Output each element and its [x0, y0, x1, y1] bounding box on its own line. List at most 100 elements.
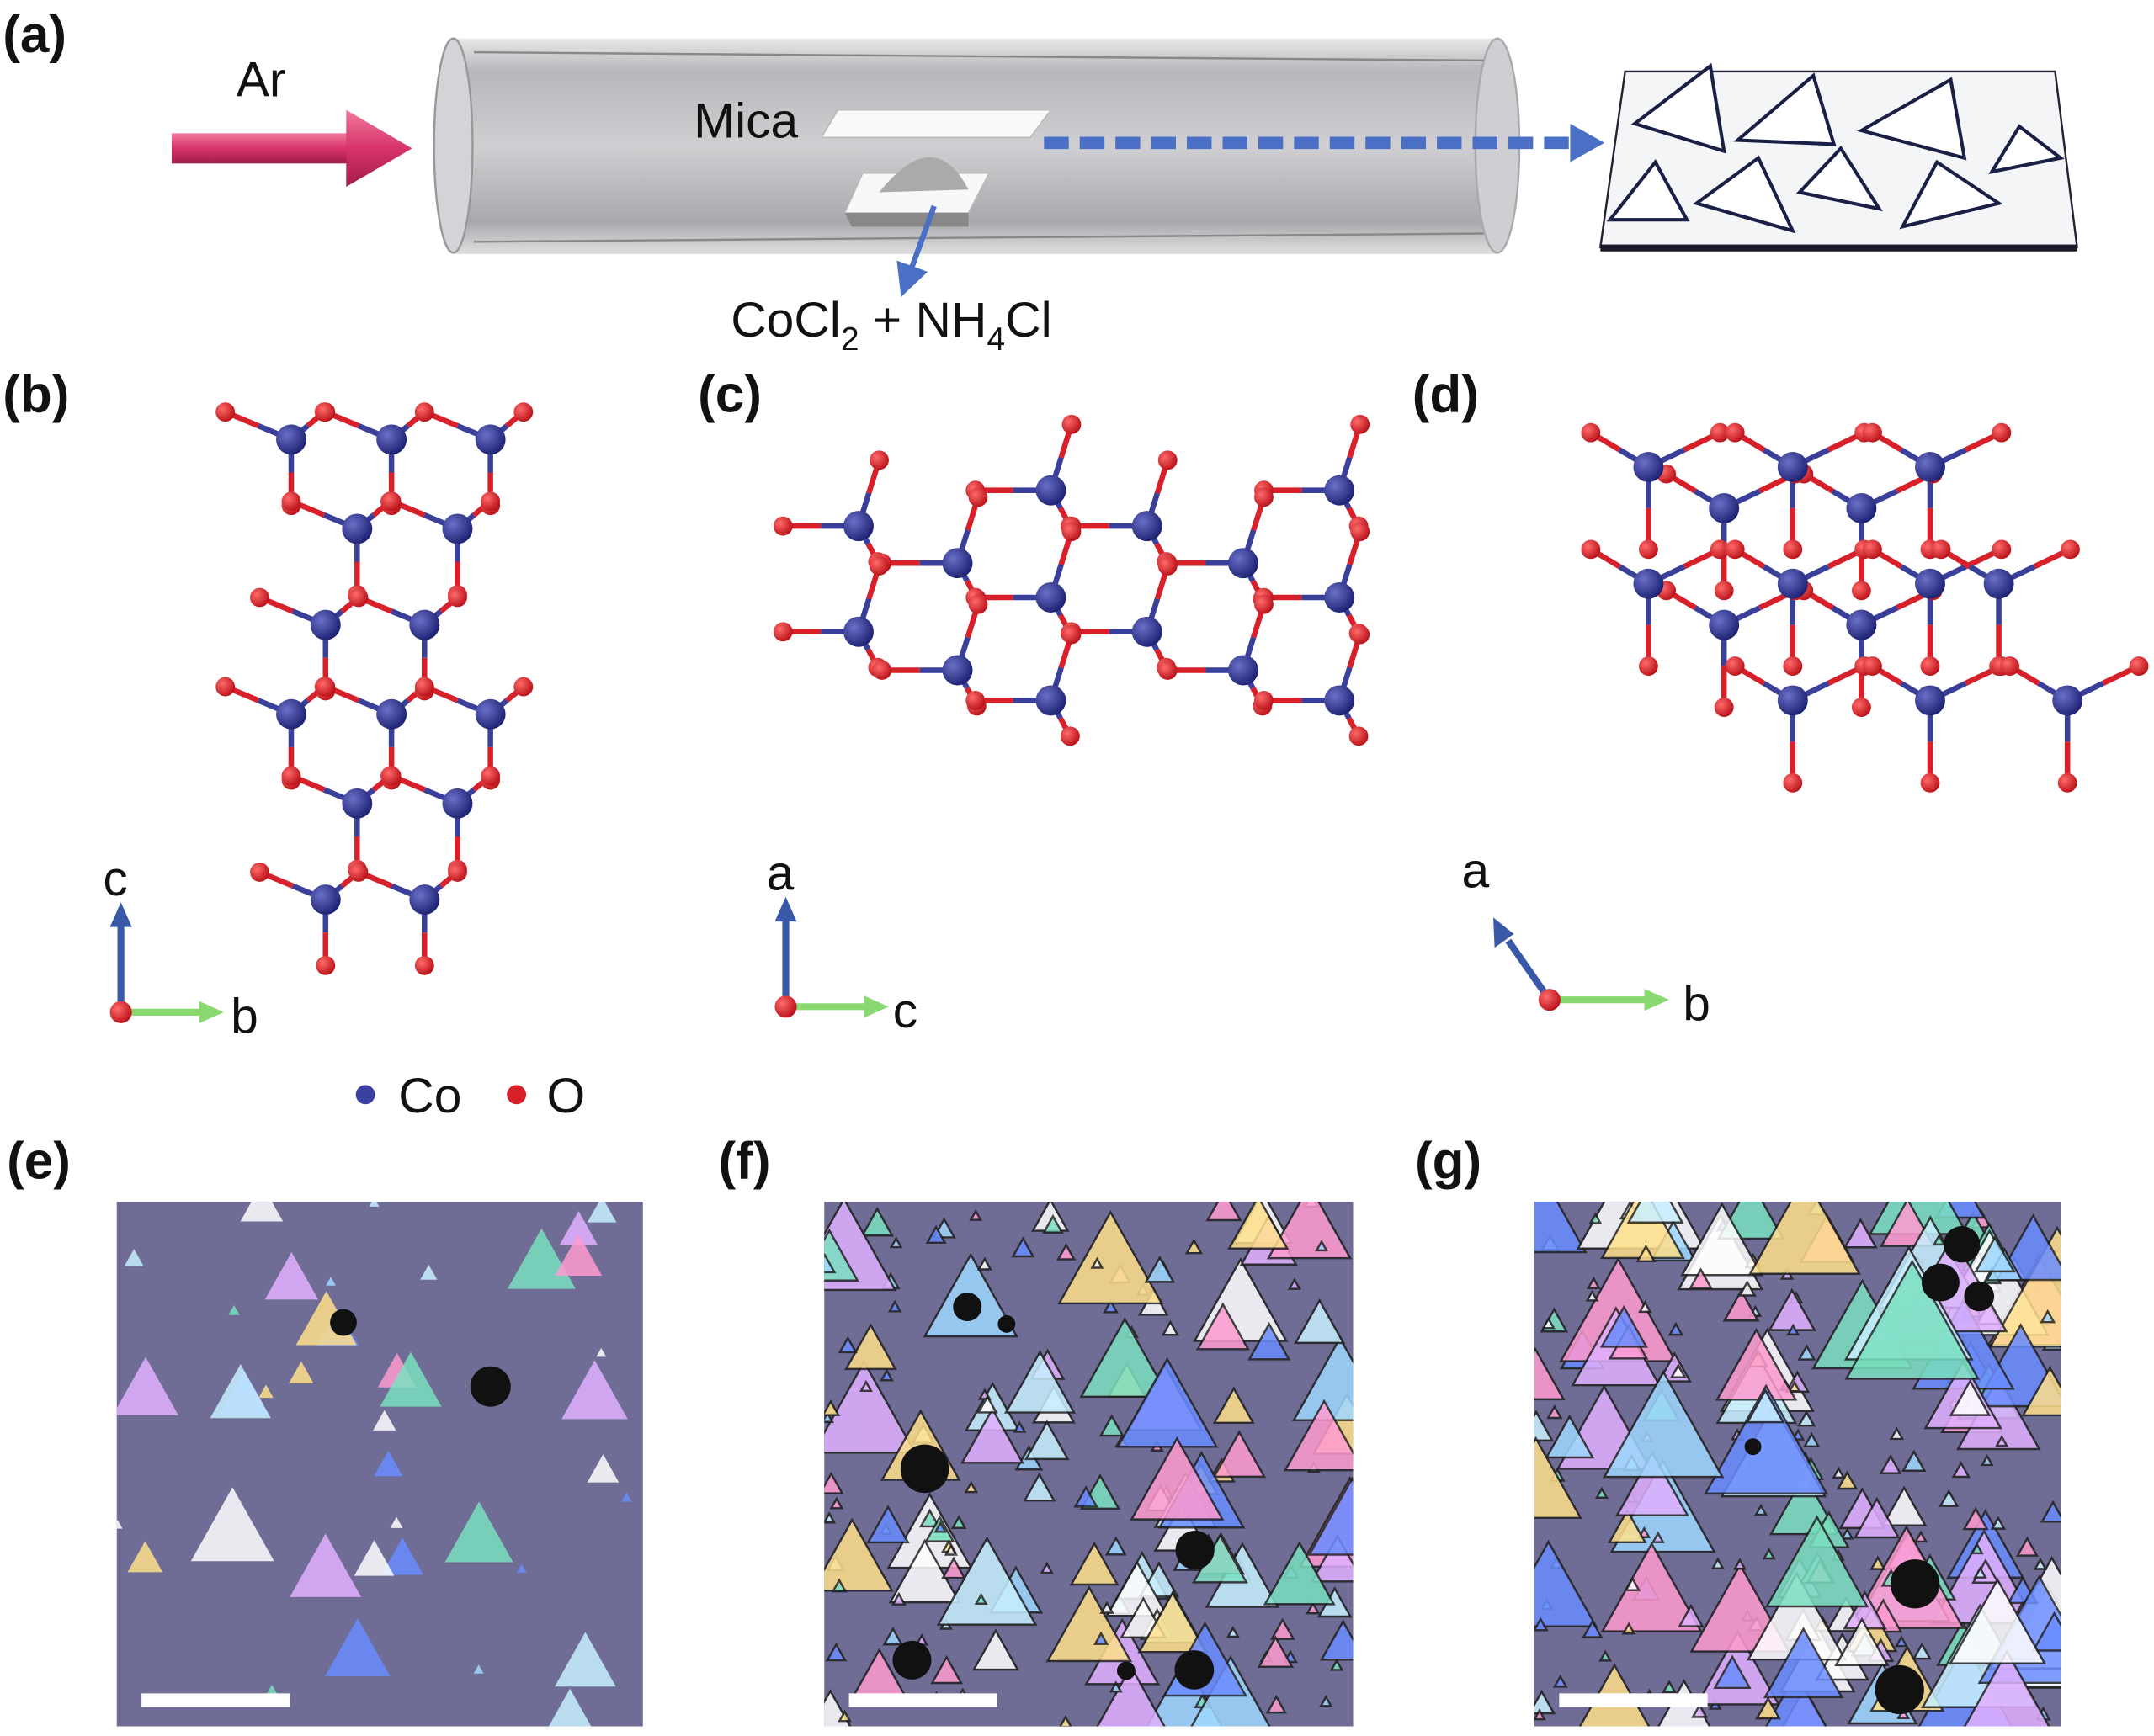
crystal-flake: [1733, 1558, 1747, 1570]
crystal-flake: [596, 1347, 607, 1357]
crystal-flake: [1704, 1383, 1829, 1495]
crystal-flake: [1307, 1476, 1354, 1556]
substrate-label: Mica: [694, 93, 798, 148]
crystal-flake: [2033, 1557, 2048, 1570]
crystal-flake: [1748, 1202, 1862, 1275]
crystal-flake: [1545, 1414, 1595, 1459]
axis-label-b: b: [231, 989, 258, 1043]
crystal-flake: [548, 1688, 592, 1727]
cobalt-atom: [942, 655, 973, 686]
crystal-flake: [2031, 1611, 2061, 1652]
crystal-flake: [1226, 1626, 1240, 1638]
cobalt-atom: [1035, 685, 1066, 716]
crystal-flake: [1651, 1531, 1665, 1543]
cobalt-atom: [1633, 568, 1664, 599]
crystal-flake: [1257, 1635, 1295, 1668]
crystal-flake: [1797, 1344, 1816, 1361]
oxygen-atom: [1638, 656, 1658, 677]
axis-label-c: c: [893, 984, 917, 1038]
crystal-flake: [289, 1361, 314, 1384]
oxygen-atom: [2000, 656, 2020, 677]
crystal-flake: [555, 1234, 603, 1276]
oxygen-atom: [414, 402, 434, 422]
cobalt-atom: [310, 884, 341, 915]
crystal-flake: [1069, 1541, 1120, 1586]
cobalt-atom: [475, 698, 506, 730]
cobalt-atom: [1915, 685, 1945, 716]
particle-cluster: [906, 1452, 944, 1490]
crystal-flake: [1949, 1577, 2047, 1664]
crystal-flake: [1534, 1617, 1549, 1632]
cobalt-atom: [1324, 475, 1355, 506]
crystal-flake: [941, 1556, 966, 1579]
crystal-flake: [1329, 1658, 1344, 1671]
crystal-flake: [1023, 1472, 1056, 1502]
cobalt-atom: [310, 609, 341, 640]
crystal-flake: [1045, 1585, 1133, 1663]
crystal-flake: [354, 1540, 395, 1576]
crystal-flake: [290, 1533, 362, 1597]
oxygen-atom: [1157, 556, 1178, 576]
micrograph-e: [116, 1202, 643, 1727]
cobalt-atom: [1777, 685, 1808, 716]
particle-cluster: [1890, 1559, 1940, 1609]
oxygen-atom: [1061, 414, 1082, 434]
axes-d: a b: [1461, 843, 1710, 1031]
crystal-flake: [1680, 1202, 1764, 1277]
oxygen-atom: [316, 677, 336, 697]
precursor-label: CoCl2 + NH4Cl: [731, 293, 1051, 358]
crystal-flake: [1880, 1485, 1928, 1526]
cobalt-atom: [1324, 685, 1355, 716]
precursor-boat: [843, 157, 991, 227]
crystal-flake: [1764, 1515, 1869, 1608]
cobalt-atom: [1709, 609, 1740, 640]
crystal-flake: [1073, 1485, 1098, 1508]
o-legend-dot: [507, 1085, 527, 1105]
axes-c: a c: [767, 847, 918, 1038]
crystal-flake: [369, 1202, 380, 1207]
oxygen-atom: [1783, 656, 1803, 677]
oxygen-atom: [1920, 656, 1940, 677]
crystal-flake: [1754, 1503, 1768, 1516]
crystal-flake: [1265, 1694, 1288, 1714]
crystal-flake: [1765, 1671, 1827, 1727]
oxygen-atom: [381, 766, 402, 786]
cobalt-atom: [1131, 511, 1162, 542]
scale-bar: [141, 1693, 290, 1707]
oxygen-atom: [1638, 539, 1658, 560]
triangular-flake-icon: [1988, 124, 2065, 174]
oxygen-atom: [481, 491, 501, 512]
cobalt-atom: [276, 424, 306, 455]
crystal-flake: [1691, 1702, 1709, 1718]
crystal-flake: [1962, 1506, 1989, 1531]
crystal-flake: [228, 1304, 240, 1315]
panel-label-d: (d): [1412, 366, 1479, 424]
oxygen-atom: [1783, 772, 1803, 793]
crystal-flake: [1287, 1277, 1302, 1290]
crystal-flake: [561, 1360, 628, 1420]
oxygen-atom: [381, 491, 402, 512]
crystal-flake: [1787, 1380, 1801, 1393]
cobalt-atom: [1633, 451, 1664, 482]
oxygen-atom: [1931, 539, 1951, 560]
cobalt-atom: [376, 424, 407, 455]
oxygen-atom: [1863, 656, 1882, 677]
crystal-flake: [1853, 1496, 1901, 1539]
crystal-flake: [1834, 1617, 1890, 1667]
cobalt-atom: [475, 424, 506, 455]
crystal-flake: [1534, 1346, 1566, 1401]
crystal-flake: [1057, 1210, 1164, 1305]
crystal-flake: [1040, 1561, 1054, 1574]
crystal-flake: [960, 1406, 1024, 1464]
crystal-flake: [1951, 1461, 1971, 1479]
particle-cluster: [953, 1293, 982, 1322]
crystal-flake: [1546, 1404, 1563, 1420]
oxygen-atom: [1061, 522, 1082, 542]
flakes: [824, 1202, 1354, 1727]
crystal-flake: [555, 1632, 616, 1687]
crystal-flake: [1534, 1539, 1598, 1627]
particle-cluster: [330, 1309, 357, 1336]
triangular-flake-icon: [1630, 62, 1726, 154]
crystal-flake: [1195, 1302, 1250, 1351]
crystal-flake: [1662, 1680, 1677, 1694]
